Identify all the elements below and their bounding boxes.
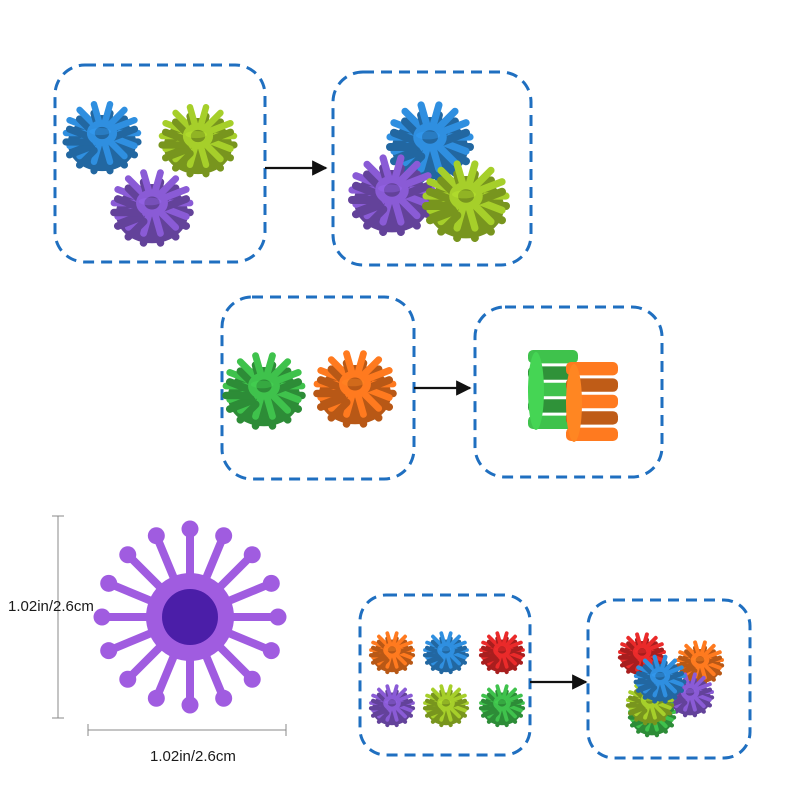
- green-gear: [478, 684, 526, 728]
- width-dimension-line: [87, 724, 287, 736]
- gear-top-view-diagram: [93, 520, 287, 714]
- lime-gear: [158, 103, 238, 178]
- width-dimension-label: 1.02in/2.6cm: [150, 748, 236, 765]
- panel-top-left: [53, 63, 267, 264]
- spoke-tip: [243, 670, 261, 688]
- spoke-tip: [93, 608, 111, 626]
- height-dimension-line: [52, 515, 64, 719]
- orange-gear: [368, 631, 416, 675]
- spoke-tip: [215, 527, 233, 545]
- panel-middle-right: [473, 305, 664, 479]
- spoke-tip: [243, 546, 261, 564]
- gear-hub-hole: [162, 589, 218, 645]
- spoke-tip: [262, 642, 280, 660]
- spoke-tip: [147, 527, 165, 545]
- purple-gear: [348, 154, 436, 236]
- height-dimension-label: 1.02in/2.6cm: [8, 598, 94, 615]
- spoke-tip: [100, 574, 118, 592]
- panel-bottom-left: [358, 593, 532, 757]
- spoke-tip: [147, 689, 165, 707]
- panel-bottom-right: [586, 598, 752, 760]
- spoke-tip: [119, 546, 137, 564]
- spoke-tip: [181, 520, 199, 538]
- panel-frames: [53, 63, 752, 760]
- arrows: [265, 160, 588, 690]
- purple-gear: [110, 169, 194, 247]
- blue-gear: [62, 100, 142, 175]
- lime-gear: [422, 684, 470, 728]
- blue-gear: [633, 654, 687, 704]
- red-gear: [478, 631, 526, 675]
- dimension-diagram: [52, 515, 287, 736]
- spoke-tip: [119, 670, 137, 688]
- blue-gear: [386, 101, 474, 183]
- green-gear: [222, 352, 306, 430]
- spoke-tip: [100, 642, 118, 660]
- orange-gear: [675, 640, 725, 686]
- gear-illustrations: [62, 100, 725, 738]
- spoke-tip: [262, 574, 280, 592]
- spoke-tip: [269, 608, 287, 626]
- purple-gear: [368, 684, 416, 728]
- green-gear-side: [528, 350, 578, 430]
- spoke-tip: [215, 689, 233, 707]
- orange-gear: [313, 350, 397, 428]
- panel-top-right: [331, 70, 533, 267]
- blue-gear: [422, 631, 470, 675]
- spoke-tip: [181, 696, 199, 714]
- lime-gear: [422, 160, 510, 242]
- orange-gear-side: [566, 362, 618, 442]
